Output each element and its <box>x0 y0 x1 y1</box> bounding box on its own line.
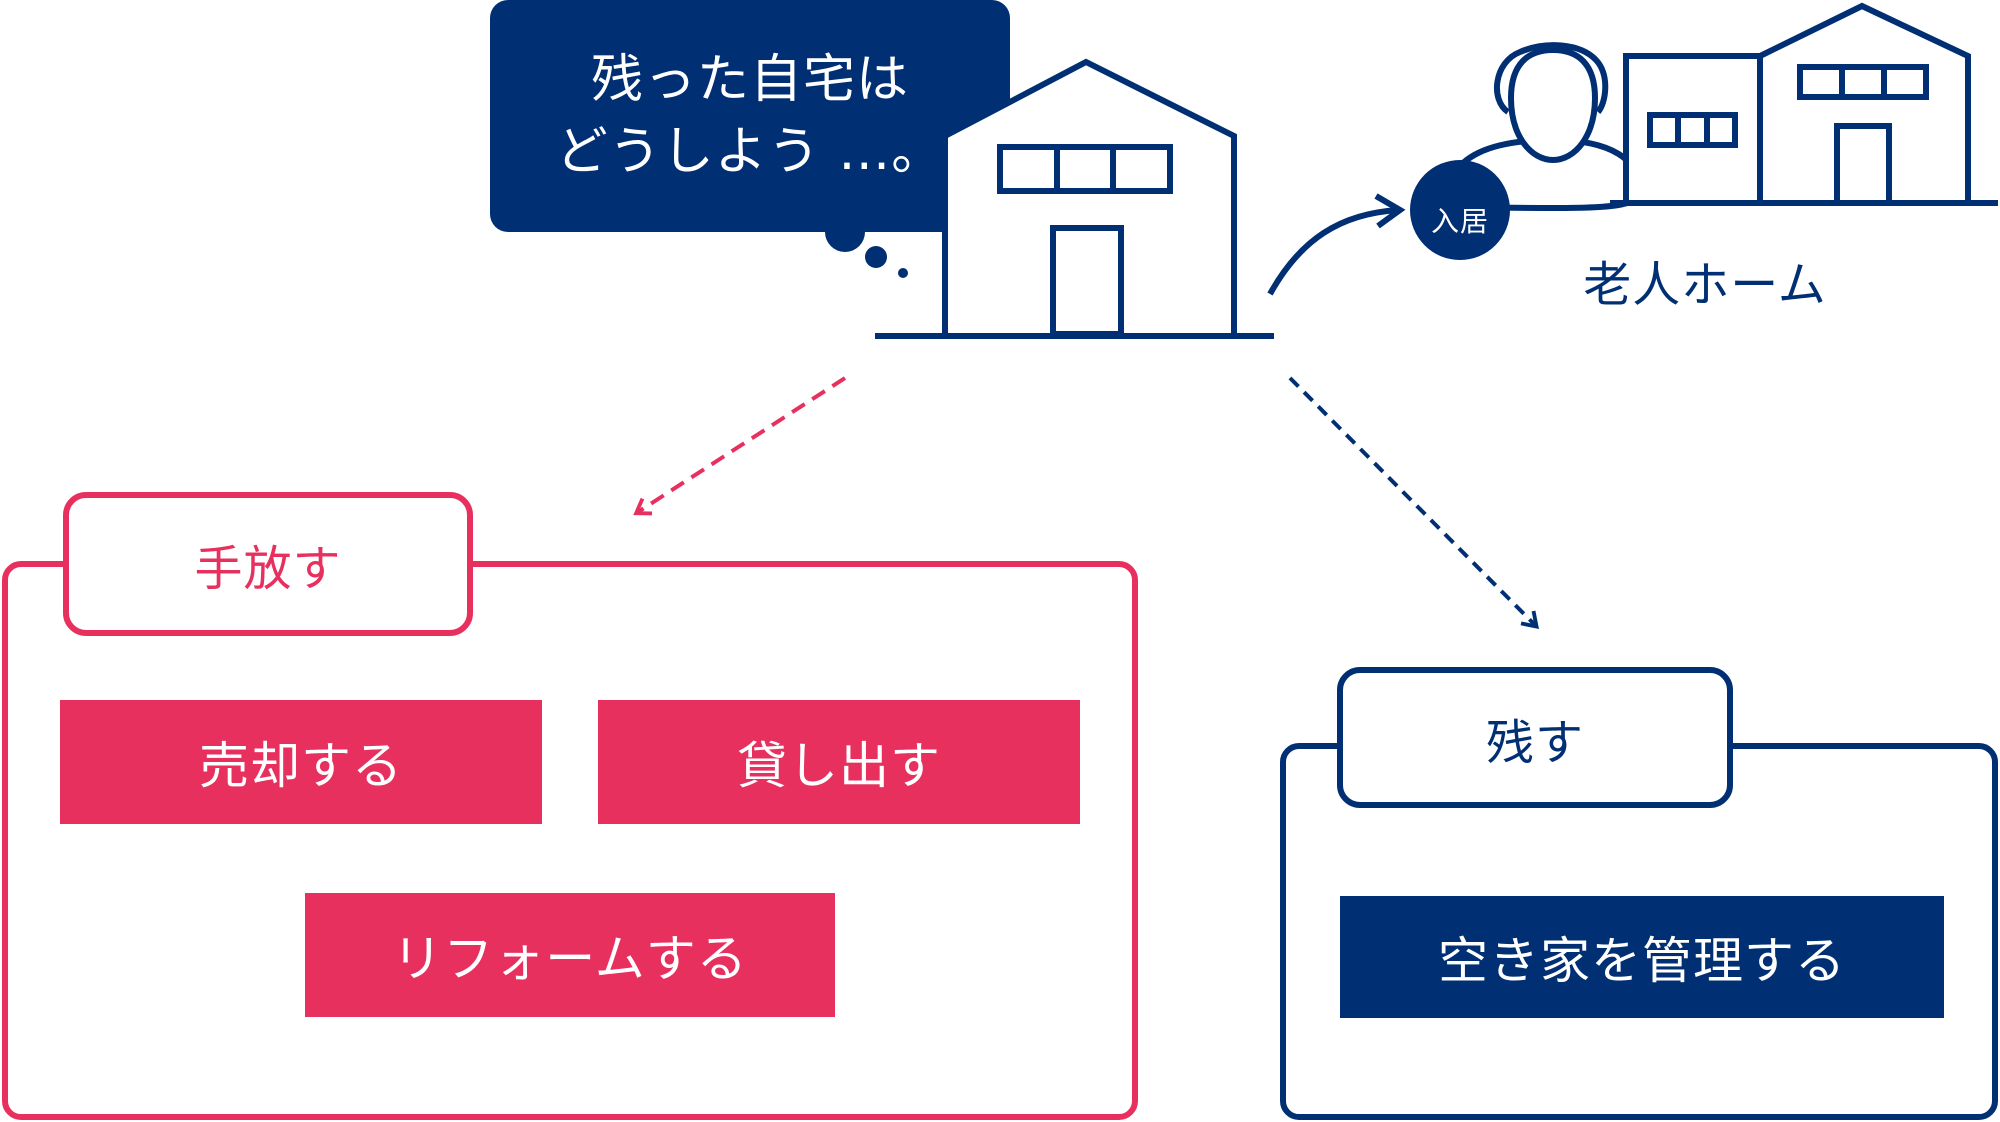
option-manage: 空き家を管理する <box>1438 932 1846 990</box>
house-icon <box>875 58 1274 339</box>
thought-line-1: 残った自宅は <box>590 50 909 110</box>
let-go-arrow <box>633 376 847 516</box>
move-in-badge <box>1410 160 1510 260</box>
nursing-home-building-icon <box>1610 2 1998 206</box>
move-in-label: 入居 <box>1430 205 1489 238</box>
option-reform-box <box>305 893 835 1017</box>
option-lease-box <box>598 700 1080 824</box>
option-sell: 売却する <box>199 737 403 795</box>
thought-bubble-text: 残った自宅は どうしよう …。 <box>490 0 1010 232</box>
thought-bubble-icon <box>490 0 1010 278</box>
move-in-arrow <box>1267 193 1406 296</box>
keep-arrow <box>1288 376 1539 630</box>
option-reform: リフォームする <box>392 930 748 988</box>
nursing-home-label: 老人ホーム <box>1583 257 1827 313</box>
thought-line-2: どうしよう …。 <box>555 122 945 182</box>
option-sell-box <box>60 700 542 824</box>
keep-title: 残す <box>1485 714 1584 771</box>
option-lease: 貸し出す <box>737 737 941 795</box>
let-go-title: 手放す <box>194 541 342 597</box>
option-manage-box <box>1340 896 1944 1018</box>
